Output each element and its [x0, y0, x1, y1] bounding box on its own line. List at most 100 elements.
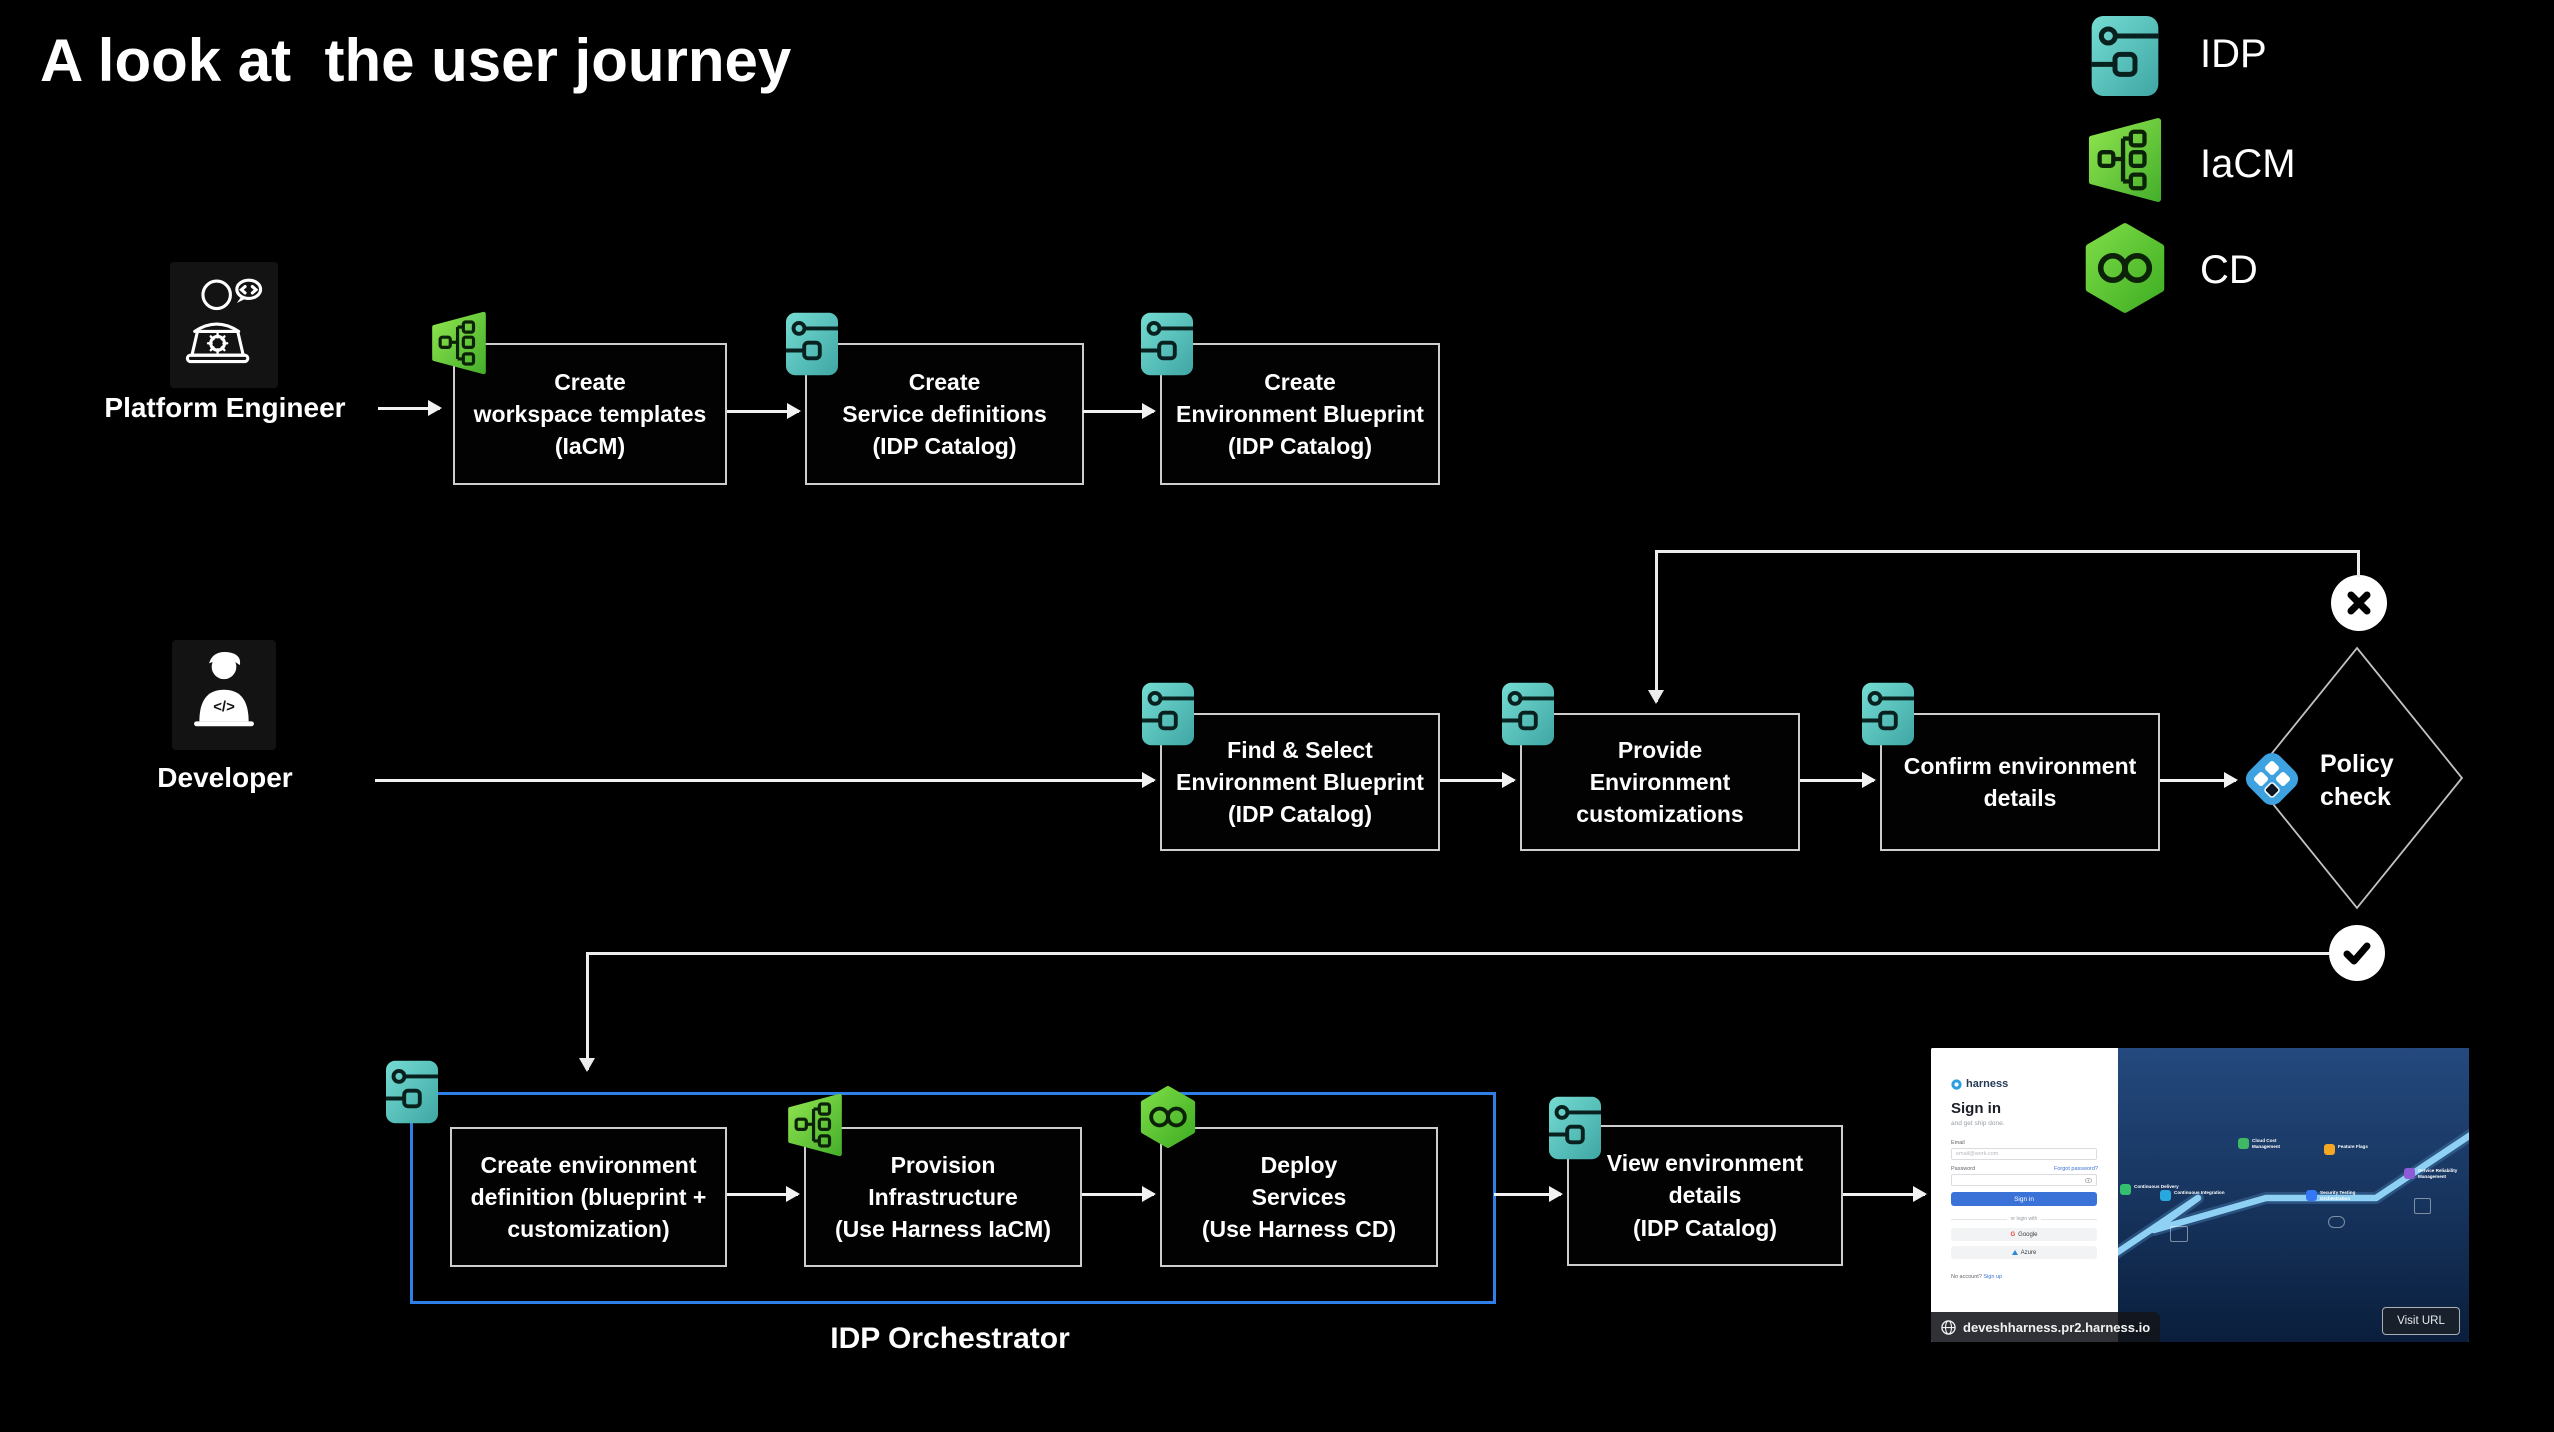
step-line: (IDP Catalog) [872, 433, 1017, 460]
step-line: (Use Harness IaCM) [834, 1216, 1052, 1243]
status-url-bar: deveshharness.pr2.harness.io [1931, 1312, 2161, 1342]
signin-panel: harness Sign in and get ship done. Email… [1931, 1048, 2118, 1342]
signin-button[interactable]: Sign in [1951, 1192, 2097, 1206]
step-line: Deploy [1260, 1151, 1338, 1178]
srm-icon [2404, 1168, 2415, 1179]
harness-logo-text: harness [1966, 1078, 2009, 1090]
step-deploy-services: Deploy Services (Use Harness CD) [1160, 1127, 1438, 1267]
harness-modules-illustration: Continuous Integration Continuous Delive… [2118, 1048, 2469, 1342]
idp-icon [1142, 682, 1194, 746]
step-line: (IDP Catalog) [1228, 801, 1372, 828]
ci-icon [2160, 1190, 2171, 1201]
ghost-cube-icon [2170, 1226, 2188, 1242]
step-create-environment-blueprint: Create Environment Blueprint (IDP Catalo… [1160, 343, 1440, 485]
feature-flags-icon [2324, 1144, 2335, 1155]
arrow-developer-long [375, 779, 1154, 782]
iacm-icon [430, 311, 488, 375]
idp-icon [1502, 682, 1554, 746]
step-find-select-blueprint: Find & Select Environment Blueprint (IDP… [1160, 713, 1440, 851]
step-line: Service definitions [842, 400, 1047, 427]
azure-signin-button[interactable]: Azure [1951, 1246, 2097, 1259]
email-placeholder: email@work.com [1956, 1151, 1999, 1157]
step-confirm-environment-details: Confirm environment details [1880, 713, 2160, 851]
step-line: Services [1251, 1183, 1347, 1210]
step-line: Confirm environment [1903, 752, 2137, 779]
policy-icon [2243, 750, 2301, 808]
legend-label-iacm: IaCM [2200, 142, 2296, 186]
step-line: (IaCM) [554, 433, 626, 460]
step-line: Create [908, 368, 981, 395]
eye-icon[interactable] [2085, 1177, 2092, 1183]
step-line: (IDP Catalog) [1228, 433, 1372, 460]
reject-line-arrow [1655, 550, 1658, 702]
signup-link[interactable]: Sign up [1983, 1274, 2003, 1280]
iacm-icon [786, 1093, 844, 1157]
step-create-environment-definition: Create environment definition (blueprint… [450, 1127, 727, 1267]
arrow [1800, 779, 1874, 782]
step-line: (IDP Catalog) [1633, 1214, 1777, 1241]
legend-label-cd: CD [2200, 248, 2258, 292]
signin-subheading: and get ship done. [1951, 1120, 2005, 1127]
module-continuous-integration: Continuous Integration [2160, 1190, 2225, 1201]
step-line: Create [554, 368, 626, 395]
reject-line [2357, 550, 2360, 577]
signin-heading: Sign in [1951, 1100, 2001, 1117]
no-account-text: No account? Sign up [1951, 1274, 2003, 1280]
arrow [1083, 410, 1154, 413]
step-line: (Use Harness CD) [1201, 1216, 1397, 1243]
module-continuous-delivery: Continuous Delivery [2120, 1184, 2179, 1195]
forgot-password-link[interactable]: Forgot password? [2053, 1166, 2098, 1172]
step-line: Find & Select [1227, 736, 1373, 763]
approve-badge [2329, 925, 2385, 981]
module-feature-flags: Feature Flags [2324, 1144, 2368, 1155]
sso-divider: or login with [1951, 1216, 2097, 1222]
arrow-to-preview [1843, 1193, 1925, 1196]
status-url-text: deveshharness.pr2.harness.io [1963, 1319, 2151, 1335]
step-line: workspace templates [473, 400, 707, 427]
password-field[interactable] [1951, 1174, 2097, 1186]
google-icon: G [2010, 1231, 2016, 1238]
idp-orchestrator-box [410, 1092, 1496, 1304]
platform-engineer-label: Platform Engineer [104, 392, 346, 423]
step-create-service-definitions: Create Service definitions (IDP Catalog) [805, 343, 1084, 485]
journey-road [2118, 1128, 2469, 1260]
reject-line [1655, 550, 2359, 553]
arrow-to-policy-check [2160, 779, 2236, 782]
idp-icon [2088, 16, 2162, 96]
email-field[interactable]: email@work.com [1951, 1148, 2097, 1160]
arrow [1082, 1193, 1154, 1196]
developer-icon: </> [172, 640, 276, 750]
step-provide-customizations: Provide Environment customizations [1520, 713, 1800, 851]
idp-icon [1141, 312, 1193, 376]
google-signin-button[interactable]: G Google [1951, 1228, 2097, 1241]
step-provision-infrastructure: Provision Infrastructure (Use Harness Ia… [804, 1127, 1082, 1267]
approve-line-arrow [586, 952, 589, 1070]
module-security-testing: Security Testing Orchestration [2306, 1190, 2372, 1201]
idp-icon [786, 312, 838, 376]
policy-check-label: Policy check [2320, 750, 2394, 811]
idp-icon [1862, 682, 1914, 746]
page-title: A look at the user journey [40, 27, 792, 94]
step-line: Environment [1589, 768, 1731, 795]
step-line: Provision [890, 1151, 996, 1178]
ghost-key-icon [2328, 1216, 2345, 1228]
cd-icon [2082, 222, 2168, 314]
globe-icon [1941, 1319, 1956, 1335]
idp-icon [386, 1060, 438, 1124]
harness-logo-icon [1951, 1078, 1962, 1090]
password-label: Password [1951, 1166, 1976, 1172]
visit-url-button[interactable]: Visit URL [2382, 1307, 2460, 1335]
sto-icon [2306, 1190, 2317, 1201]
step-line: Infrastructure [868, 1183, 1018, 1210]
step-line: details [1983, 785, 2057, 811]
arrow-pe-to-step [378, 407, 440, 410]
idp-orchestrator-label: IDP Orchestrator [830, 1322, 1070, 1355]
ccm-icon [2238, 1138, 2249, 1149]
platform-engineer-icon [170, 262, 278, 388]
azure-icon [2011, 1250, 2018, 1255]
ghost-cube-icon [2414, 1198, 2431, 1214]
reject-badge [2331, 575, 2387, 631]
arrow [727, 1193, 798, 1196]
email-label: Email [1951, 1140, 1965, 1146]
